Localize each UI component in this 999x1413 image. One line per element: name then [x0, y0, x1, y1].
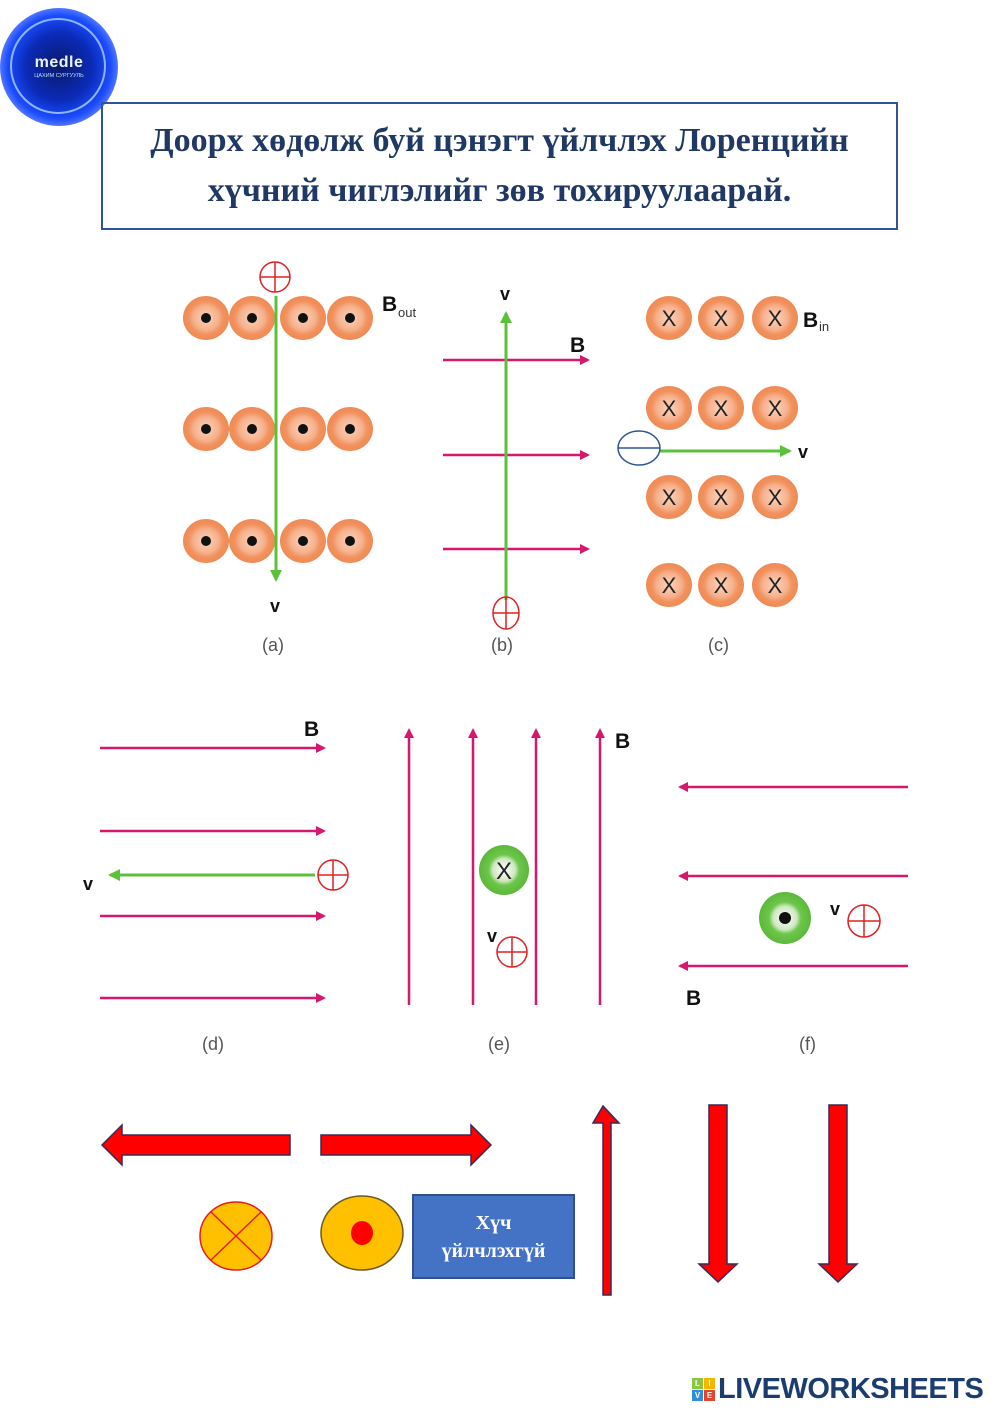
instruction-line-2: хүчний чиглэлийг зөв тохируулаарай.	[207, 172, 792, 209]
answer-out-of-page[interactable]	[320, 1195, 404, 1271]
svg-text:X: X	[662, 485, 677, 510]
instruction-title: Доорх хөдөлж буй цэнэгт үйлчлэх Лоренций…	[138, 116, 860, 216]
velocity-into-page-e: X	[479, 845, 529, 895]
field-label-c: B	[803, 309, 818, 332]
liveworksheets-brand: LIVEWORKSHEETS	[718, 1372, 984, 1405]
diagram-a: B out v (a)	[183, 261, 416, 655]
left-arrow-icon	[100, 1123, 291, 1167]
field-in-cross: X	[752, 386, 798, 430]
answer-down-arrow-1[interactable]	[697, 1104, 739, 1284]
right-arrow-icon	[320, 1123, 493, 1167]
field-out-dot	[229, 519, 275, 563]
velocity-label-d: v	[83, 874, 93, 894]
positive-charge-f[interactable]	[847, 904, 881, 938]
field-out-dot	[327, 296, 373, 340]
svg-text:X: X	[714, 485, 729, 510]
field-in-cross: X	[698, 563, 744, 607]
svg-text:X: X	[496, 858, 512, 885]
svg-text:X: X	[714, 573, 729, 598]
field-out-dot	[183, 519, 229, 563]
positive-charge-d[interactable]	[317, 859, 349, 891]
liveworksheets-logo: L I V E LIVEWORKSHEETS	[692, 1372, 984, 1405]
no-force-line-1: Хүч	[475, 1211, 512, 1234]
field-label-f: B	[686, 987, 701, 1010]
field-label-d: B	[304, 718, 319, 741]
svg-text:X: X	[768, 485, 783, 510]
field-in-cross: X	[646, 386, 692, 430]
diagram-d: B v (d)	[83, 718, 349, 1054]
svg-text:X: X	[662, 573, 677, 598]
negative-charge-c[interactable]	[617, 430, 661, 466]
logo-name: medle	[34, 54, 84, 71]
svg-text:X: X	[714, 306, 729, 331]
caption-b: (b)	[491, 635, 513, 655]
field-label-a: B	[382, 293, 397, 316]
svg-text:X: X	[662, 306, 677, 331]
no-force-line-2: үйлчлэхгүй	[441, 1239, 546, 1262]
field-sub-a: out	[398, 305, 416, 320]
positive-charge-e[interactable]	[496, 936, 528, 968]
field-out-dot	[183, 407, 229, 451]
up-arrow-icon	[591, 1104, 621, 1296]
svg-text:X: X	[662, 396, 677, 421]
velocity-label-e: v	[487, 926, 497, 946]
field-in-cross: X	[646, 475, 692, 519]
diagram-b: B v (b)	[443, 284, 590, 655]
live-blocks-icon: L I V E	[692, 1377, 715, 1401]
logo-subtitle: ЦАХИМ СУРГУУЛЬ	[34, 73, 84, 79]
velocity-out-of-page-f	[759, 892, 811, 944]
answer-down-arrow-2[interactable]	[817, 1104, 859, 1284]
svg-text:X: X	[768, 306, 783, 331]
caption-c: (c)	[708, 635, 729, 655]
field-in-cross: X	[646, 563, 692, 607]
instruction-line-1: Доорх хөдөлж буй цэнэгт үйлчлэх Лоренций…	[150, 122, 849, 159]
field-sub-c: in	[819, 319, 829, 334]
positive-charge-a[interactable]	[259, 261, 291, 293]
answer-into-page[interactable]	[199, 1201, 273, 1271]
down-arrow-icon	[697, 1104, 739, 1284]
diagram-c: X X X X X X X X X X X X B in v (c)	[617, 296, 829, 655]
instruction-box: Доорх хөдөлж буй цэнэгт үйлчлэх Лоренций…	[101, 102, 898, 230]
field-label-e: B	[615, 730, 630, 753]
caption-a: (a)	[262, 635, 284, 655]
field-in-cross: X	[752, 475, 798, 519]
diagram-f: B v (f)	[678, 782, 908, 1054]
down-arrow-icon	[817, 1104, 859, 1284]
field-in-cross: X	[698, 475, 744, 519]
field-out-dot	[327, 407, 373, 451]
field-in-cross: X	[698, 296, 744, 340]
diagram-e: X B v (e)	[404, 728, 630, 1054]
velocity-label-c: v	[798, 442, 808, 462]
caption-e: (e)	[488, 1034, 510, 1054]
velocity-label-b: v	[500, 284, 510, 304]
field-in-cross: X	[646, 296, 692, 340]
field-in-cross: X	[752, 563, 798, 607]
field-out-dot	[280, 407, 326, 451]
velocity-label-f: v	[830, 899, 840, 919]
field-out-dot	[229, 296, 275, 340]
field-out-dot	[280, 296, 326, 340]
field-in-cross: X	[698, 386, 744, 430]
answer-left-arrow[interactable]	[100, 1123, 291, 1167]
answer-no-force[interactable]: Хүч үйлчлэхгүй	[412, 1194, 575, 1279]
field-in-cross: X	[752, 296, 798, 340]
velocity-label-a: v	[270, 596, 280, 616]
svg-text:X: X	[768, 573, 783, 598]
field-out-dot	[183, 296, 229, 340]
caption-d: (d)	[202, 1034, 224, 1054]
answer-right-arrow[interactable]	[320, 1123, 493, 1167]
caption-f: (f)	[799, 1034, 816, 1054]
positive-charge-b[interactable]	[492, 596, 520, 630]
logo-ring	[10, 18, 106, 114]
field-out-dot	[280, 519, 326, 563]
svg-text:X: X	[714, 396, 729, 421]
field-label-b: B	[570, 334, 585, 357]
field-out-dot	[327, 519, 373, 563]
field-out-dot	[229, 407, 275, 451]
answer-up-arrow[interactable]	[591, 1104, 621, 1296]
svg-text:X: X	[768, 396, 783, 421]
